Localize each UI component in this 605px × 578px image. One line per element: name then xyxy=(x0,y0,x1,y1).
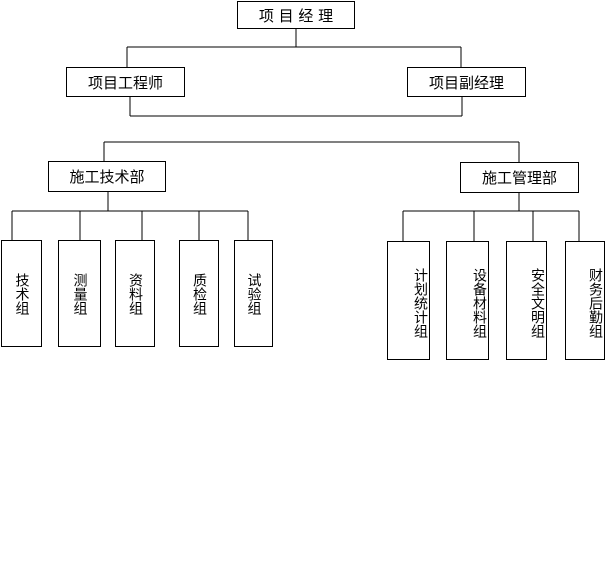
finance-logistics-group-box: 财务后勤组 xyxy=(565,241,605,360)
construction-mgmt-dept-box: 施工管理部 xyxy=(460,162,579,193)
testing-group-box: 试验组 xyxy=(234,240,273,347)
quality-group-box: 质检组 xyxy=(179,240,219,347)
project-manager-box: 项 目 经 理 xyxy=(237,1,355,29)
tech-group-box: 技术组 xyxy=(1,240,42,347)
planning-stats-group-box: 计划统计组 xyxy=(387,241,430,360)
deputy-manager-box: 项目副经理 xyxy=(407,67,526,97)
documents-group-box: 资料组 xyxy=(115,240,155,347)
survey-group-box: 测量组 xyxy=(58,240,101,347)
safety-civility-group-box: 安全文明组 xyxy=(506,241,547,360)
construction-tech-dept-box: 施工技术部 xyxy=(48,161,166,192)
equipment-materials-group-box: 设备材料组 xyxy=(446,241,489,360)
chief-engineer-box: 项目工程师 xyxy=(66,67,185,97)
